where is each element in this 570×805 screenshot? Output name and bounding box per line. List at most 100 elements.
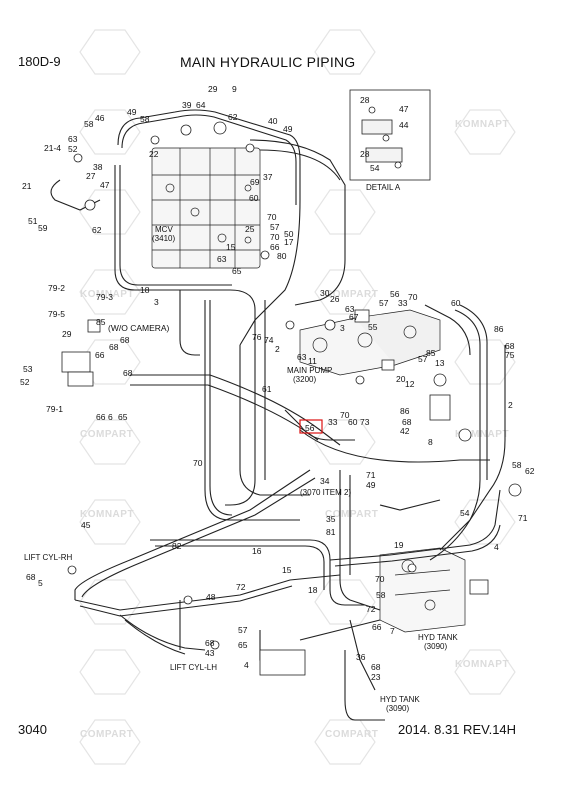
part-callout[interactable]: 68 [371,662,381,672]
part-callout[interactable]: 43 [205,648,215,658]
part-callout[interactable]: 26 [330,294,340,304]
part-callout[interactable]: 60 [451,298,461,308]
part-callout[interactable]: 2 [508,400,513,410]
part-callout[interactable]: 57 [379,298,389,308]
part-callout[interactable]: 59 [38,223,48,233]
part-callout[interactable]: 27 [86,171,96,181]
part-callout[interactable]: 62 [228,112,238,122]
part-callout[interactable]: 48 [206,592,216,602]
part-callout[interactable]: 76 [252,332,262,342]
part-callout[interactable]: 3 [340,323,345,333]
part-callout[interactable]: 49 [283,124,293,134]
part-callout[interactable]: 28 [360,149,370,159]
part-callout[interactable]: 61 [262,384,272,394]
part-callout[interactable]: 70 [270,232,280,242]
part-callout[interactable]: 70 [375,574,385,584]
part-callout[interactable]: 72 [366,604,376,614]
part-callout[interactable]: 70 [408,292,418,302]
part-callout[interactable]: 50 [284,229,294,239]
part-callout[interactable]: 58 [512,460,522,470]
part-callout[interactable]: 4 [244,660,249,670]
part-callout[interactable]: 51 [28,216,38,226]
part-callout[interactable]: 6 [108,412,113,422]
part-callout[interactable]: 13 [435,358,445,368]
part-callout[interactable]: 66 [270,242,280,252]
part-callout[interactable]: 68 [120,335,130,345]
part-callout[interactable]: 56 [305,423,315,433]
part-callout[interactable]: 68 [26,572,36,582]
part-callout[interactable]: 47 [100,180,110,190]
part-callout[interactable]: 42 [400,426,410,436]
part-callout[interactable]: 9 [232,84,237,94]
part-callout[interactable]: 86 [494,324,504,334]
part-callout[interactable]: 54 [460,508,470,518]
part-callout[interactable]: 16 [252,546,262,556]
part-callout[interactable]: 52 [68,144,78,154]
part-callout[interactable]: 69 [250,177,260,187]
part-callout[interactable]: 65 [118,412,128,422]
part-callout[interactable]: 54 [370,163,380,173]
part-callout[interactable]: 85 [426,348,436,358]
part-callout[interactable]: 11 [308,356,317,366]
part-callout[interactable]: 63 [345,304,355,314]
part-callout[interactable]: 56 [390,289,400,299]
part-callout[interactable]: 58 [84,119,94,129]
part-callout[interactable]: 72 [236,582,246,592]
part-callout[interactable]: 37 [263,172,273,182]
part-callout[interactable]: 57 [270,222,280,232]
part-callout[interactable]: 67 [349,312,359,322]
part-callout[interactable]: 35 [326,514,336,524]
part-callout[interactable]: 66 [95,350,105,360]
part-callout[interactable]: 75 [505,350,515,360]
part-callout[interactable]: 65 [238,640,248,650]
part-callout[interactable]: 3 [154,297,159,307]
part-callout[interactable]: 15 [282,565,292,575]
part-callout[interactable]: 18 [140,285,150,295]
part-callout[interactable]: 73 [360,417,370,427]
part-callout[interactable]: 52 [20,377,30,387]
part-callout[interactable]: 86 [400,406,410,416]
part-callout[interactable]: 21 [22,181,32,191]
part-callout[interactable]: 71 [366,470,376,480]
part-callout[interactable]: 53 [23,364,33,374]
part-callout[interactable]: 62 [92,225,102,235]
part-callout[interactable]: 7 [390,626,395,636]
part-callout[interactable]: 70 [193,458,203,468]
part-callout[interactable]: 5 [38,578,43,588]
part-callout[interactable]: 58 [140,114,150,124]
part-callout[interactable]: 60 [348,417,358,427]
part-callout[interactable]: 79-3 [96,292,113,302]
part-callout[interactable]: 80 [277,251,287,261]
part-callout[interactable]: 82 [172,541,182,551]
part-callout[interactable]: 28 [360,95,370,105]
part-callout[interactable]: 64 [196,100,206,110]
part-callout[interactable]: 36 [356,652,366,662]
part-callout[interactable]: 57 [238,625,248,635]
part-callout[interactable]: 55 [368,322,378,332]
part-callout[interactable]: 68 [109,342,119,352]
part-callout[interactable]: 49 [366,480,376,490]
part-callout[interactable]: 30 [320,288,330,298]
part-callout[interactable]: 18 [308,585,318,595]
part-callout[interactable]: 29 [62,329,72,339]
part-callout[interactable]: 68 [505,341,515,351]
part-callout[interactable]: 44 [399,120,409,130]
part-callout[interactable]: 25 [245,224,255,234]
part-callout[interactable]: 70 [340,410,350,420]
part-callout[interactable]: 2 [275,344,280,354]
part-callout[interactable]: 57 [418,354,428,364]
part-callout[interactable]: 20 [396,374,406,384]
part-callout[interactable]: 66 [372,622,382,632]
part-callout[interactable]: 39 [182,100,192,110]
part-callout[interactable]: 79-2 [48,283,65,293]
part-callout[interactable]: 12 [405,379,415,389]
part-callout[interactable]: 58 [376,590,386,600]
part-callout[interactable]: 46 [95,113,105,123]
part-callout[interactable]: 22 [149,149,159,159]
part-callout[interactable]: 19 [394,540,404,550]
part-callout[interactable]: 85 [96,317,106,327]
part-callout[interactable]: 63 [217,254,227,264]
part-callout[interactable]: 47 [399,104,409,114]
part-callout[interactable]: 79-1 [46,404,63,414]
part-callout[interactable]: 63 [297,352,307,362]
